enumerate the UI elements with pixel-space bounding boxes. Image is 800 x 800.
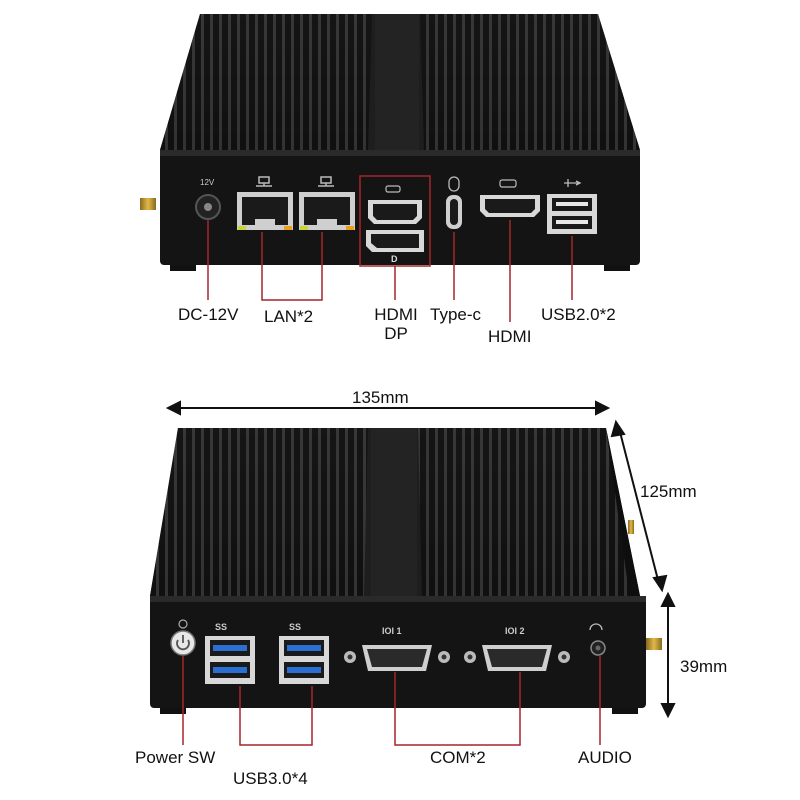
- label-power-sw: Power SW: [135, 748, 216, 767]
- antenna-connector-left: [140, 198, 156, 210]
- antenna-connector-right: [646, 638, 662, 650]
- usb-icon: [564, 179, 582, 187]
- label-usb3: USB3.0*4: [233, 769, 308, 788]
- dimension-depth: 125mm: [640, 482, 697, 501]
- usb3-ports-b: [279, 636, 329, 684]
- hdmi-icon: [499, 179, 517, 188]
- label-hdmi-top: HDMI: [374, 305, 418, 324]
- dp-mark: D: [391, 254, 398, 264]
- hdmi-port-a: [368, 200, 422, 224]
- lan-port-1: [237, 192, 293, 230]
- bottom-device: [150, 428, 662, 746]
- com1-mark: IOI 1: [382, 626, 402, 636]
- label-dc-12v: DC-12V: [178, 305, 239, 324]
- power-icon: [176, 639, 190, 651]
- label-hdmi: HDMI: [488, 327, 532, 346]
- usb3-ports-a: [205, 636, 255, 684]
- dimension-width: 135mm: [352, 388, 409, 407]
- label-dp: DP: [384, 324, 408, 343]
- dimension-arrows: [165, 400, 676, 719]
- label-typec: Type-c: [430, 305, 482, 324]
- lan-port-2: [299, 192, 355, 230]
- com2-mark: IOI 2: [505, 626, 525, 636]
- hdmi-icon: [385, 185, 401, 193]
- label-usb2: USB2.0*2: [541, 305, 616, 324]
- network-icon: [256, 176, 334, 187]
- com-port-1: [344, 645, 450, 671]
- dc-voltage-mark: 12V: [200, 178, 215, 187]
- dp-port: [366, 230, 424, 252]
- typec-icon: [448, 176, 460, 192]
- bottom-callout-lines: [182, 656, 601, 746]
- com-port-2: [464, 645, 570, 671]
- usb3-mark-b: SS: [289, 622, 301, 632]
- usb2-ports: [547, 194, 597, 234]
- headphone-icon: [589, 623, 603, 631]
- usb3-mark-a: SS: [215, 622, 227, 632]
- label-lan: LAN*2: [264, 307, 314, 326]
- top-device: [140, 14, 640, 322]
- hdmi-port-b: [480, 195, 540, 217]
- dimension-height: 39mm: [680, 657, 728, 676]
- top-callout-lines: [207, 220, 573, 322]
- label-audio: AUDIO: [578, 748, 632, 767]
- label-com: COM*2: [430, 748, 486, 767]
